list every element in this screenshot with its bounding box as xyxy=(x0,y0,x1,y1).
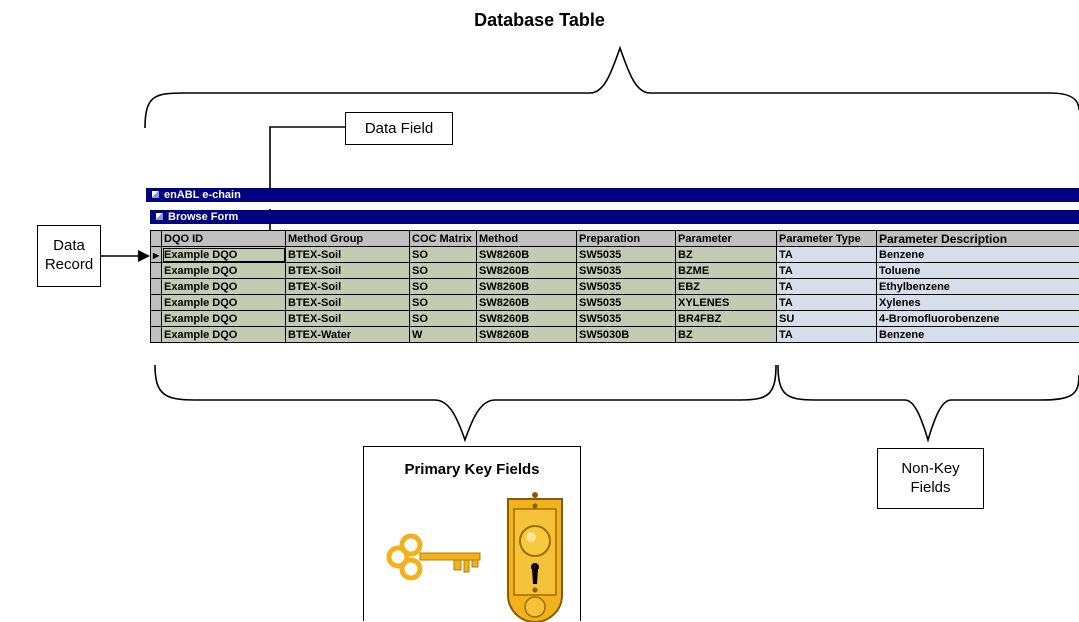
column-header[interactable]: DQO ID xyxy=(162,231,286,247)
app-title-bar: enABL e-chain xyxy=(146,188,1079,202)
table-cell[interactable]: BTEX-Soil xyxy=(286,263,410,279)
app-title: enABL e-chain xyxy=(164,189,241,201)
table-cell[interactable]: SW5035 xyxy=(577,247,676,263)
column-header[interactable]: Parameter xyxy=(676,231,777,247)
table-cell[interactable]: Example DQO xyxy=(162,311,286,327)
non-key-brace xyxy=(778,365,1079,440)
column-header[interactable]: COC Matrix xyxy=(410,231,477,247)
table-cell[interactable]: SW5035 xyxy=(577,279,676,295)
table-cell[interactable]: SW5035 xyxy=(577,263,676,279)
primary-key-box: Primary Key Fields xyxy=(363,446,581,621)
primary-key-label: Primary Key Fields xyxy=(364,461,580,478)
form-title: Browse Form xyxy=(168,211,238,223)
table-cell[interactable]: 4-Bromofluorobenzene xyxy=(877,311,1079,327)
table-cell[interactable]: SW5035 xyxy=(577,311,676,327)
record-selector-header xyxy=(151,231,162,247)
non-key-label-line1: Non-Key xyxy=(878,459,983,478)
table-cell[interactable]: BZ xyxy=(676,327,777,343)
table-cell[interactable]: SW5030B xyxy=(577,327,676,343)
database-table-brace xyxy=(145,48,1079,128)
table-cell[interactable]: Ethylbenzene xyxy=(877,279,1079,295)
column-header[interactable]: Method xyxy=(477,231,577,247)
table-cell[interactable]: SO xyxy=(410,279,477,295)
form-title-bar: Browse Form xyxy=(150,210,1079,224)
table-cell[interactable]: BTEX-Water xyxy=(286,327,410,343)
browse-grid: DQO ID Method Group COC Matrix Method Pr… xyxy=(150,230,1079,343)
app-window-icon xyxy=(152,191,159,198)
table-cell[interactable]: EBZ xyxy=(676,279,777,295)
table-cell[interactable]: BZME xyxy=(676,263,777,279)
column-header[interactable]: Parameter Description xyxy=(877,231,1079,247)
column-header[interactable]: Parameter Type xyxy=(777,231,877,247)
table-cell[interactable]: SO xyxy=(410,295,477,311)
table-cell[interactable]: XYLENES xyxy=(676,295,777,311)
primary-key-brace xyxy=(155,365,776,440)
table-cell[interactable]: Toluene xyxy=(877,263,1079,279)
table-cell[interactable]: SW8260B xyxy=(477,327,577,343)
record-selector[interactable] xyxy=(151,295,162,311)
data-field-label: Data Field xyxy=(365,120,433,137)
record-selector[interactable] xyxy=(151,263,162,279)
table-cell[interactable]: BTEX-Soil xyxy=(286,279,410,295)
header-row: DQO ID Method Group COC Matrix Method Pr… xyxy=(151,231,1079,247)
table-cell[interactable]: BTEX-Soil xyxy=(286,295,410,311)
key-icon xyxy=(384,527,494,587)
table-cell[interactable]: SO xyxy=(410,311,477,327)
non-key-callout: Non-Key Fields xyxy=(877,448,984,509)
non-key-label-line2: Fields xyxy=(878,478,983,497)
table-cell[interactable]: SW8260B xyxy=(477,311,577,327)
table-cell[interactable]: W xyxy=(410,327,477,343)
table-cell[interactable]: BTEX-Soil xyxy=(286,247,410,263)
keyhole-lock-icon xyxy=(500,487,570,622)
table-cell[interactable]: SW5035 xyxy=(577,295,676,311)
form-window-icon xyxy=(156,213,163,220)
table-cell[interactable]: Example DQO xyxy=(162,327,286,343)
record-selector[interactable] xyxy=(151,311,162,327)
table-cell[interactable]: SO xyxy=(410,263,477,279)
column-header[interactable]: Preparation xyxy=(577,231,676,247)
data-record-arrowhead xyxy=(138,250,150,262)
table-cell[interactable]: SO xyxy=(410,247,477,263)
table-cell[interactable]: Benzene xyxy=(877,247,1079,263)
table-cell[interactable]: TA xyxy=(777,279,877,295)
data-record-callout: Data Record xyxy=(37,225,101,287)
table-cell[interactable]: SW8260B xyxy=(477,279,577,295)
record-selector[interactable] xyxy=(151,279,162,295)
table-cell[interactable]: SW8260B xyxy=(477,295,577,311)
table-cell[interactable]: Example DQO xyxy=(162,263,286,279)
record-selector[interactable]: ▶ xyxy=(151,247,162,263)
table-cell[interactable]: Example DQO xyxy=(162,247,286,263)
data-record-label-line2: Record xyxy=(38,255,100,274)
table-cell[interactable]: BZ xyxy=(676,247,777,263)
data-field-callout: Data Field xyxy=(345,112,453,145)
table-cell[interactable]: Benzene xyxy=(877,327,1079,343)
table-cell[interactable]: TA xyxy=(777,263,877,279)
table-cell[interactable]: BR4FBZ xyxy=(676,311,777,327)
table-cell[interactable]: SU xyxy=(777,311,877,327)
data-record-label-line1: Data xyxy=(38,236,100,255)
table-cell[interactable]: Example DQO xyxy=(162,279,286,295)
table-cell[interactable]: SW8260B xyxy=(477,263,577,279)
column-header[interactable]: Method Group xyxy=(286,231,410,247)
table-cell[interactable]: Xylenes xyxy=(877,295,1079,311)
table-cell[interactable]: TA xyxy=(777,247,877,263)
table-cell[interactable]: TA xyxy=(777,327,877,343)
table-cell[interactable]: BTEX-Soil xyxy=(286,311,410,327)
table-cell[interactable]: SW8260B xyxy=(477,247,577,263)
table-cell[interactable]: Example DQO xyxy=(162,295,286,311)
window-separator xyxy=(146,202,1079,209)
row-pointer-icon: ▶ xyxy=(151,251,159,260)
record-selector[interactable] xyxy=(151,327,162,343)
table-cell[interactable]: TA xyxy=(777,295,877,311)
